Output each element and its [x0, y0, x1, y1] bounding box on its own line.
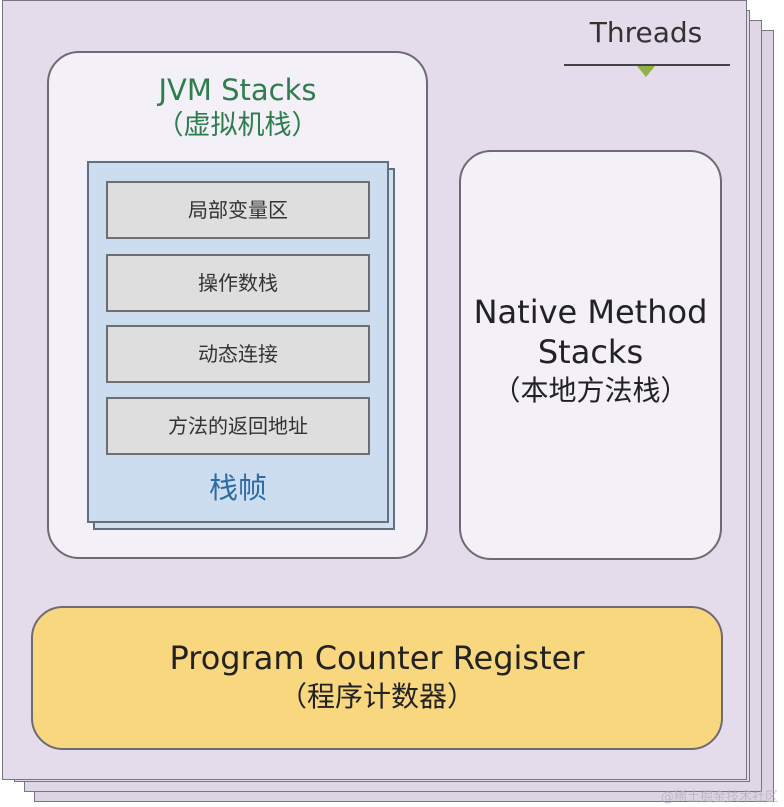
threads-label: Threads — [589, 16, 703, 49]
jvm-stacks-title: JVM Stacks — [158, 73, 317, 107]
jvm-stacks-subtitle: （虚拟机栈） — [156, 110, 319, 141]
frame-slot-operand-stack: 操作数栈 — [106, 254, 370, 312]
frame-slot-return-address: 方法的返回地址 — [106, 397, 370, 455]
native-title-line-2: Stacks — [537, 333, 644, 371]
stack-frame-label: 栈帧 — [208, 471, 267, 505]
native-method-stacks-subtitle: （本地方法栈） — [492, 374, 689, 407]
program-counter-container — [31, 606, 723, 750]
program-counter-title: Program Counter Register — [169, 639, 585, 677]
native-method-stacks-container — [459, 150, 722, 560]
watermark: @稀土掘金技术社区 — [660, 790, 778, 805]
frame-slot-local-variables: 局部变量区 — [106, 181, 370, 239]
threads-arrow-icon — [637, 66, 655, 77]
frame-slot-dynamic-linking: 动态连接 — [106, 325, 370, 383]
native-method-stacks-title: Native Method Stacks — [459, 292, 722, 372]
threads-underline — [564, 64, 730, 66]
program-counter-subtitle: （程序计数器） — [278, 680, 475, 713]
native-title-line-1: Native Method — [473, 293, 708, 331]
